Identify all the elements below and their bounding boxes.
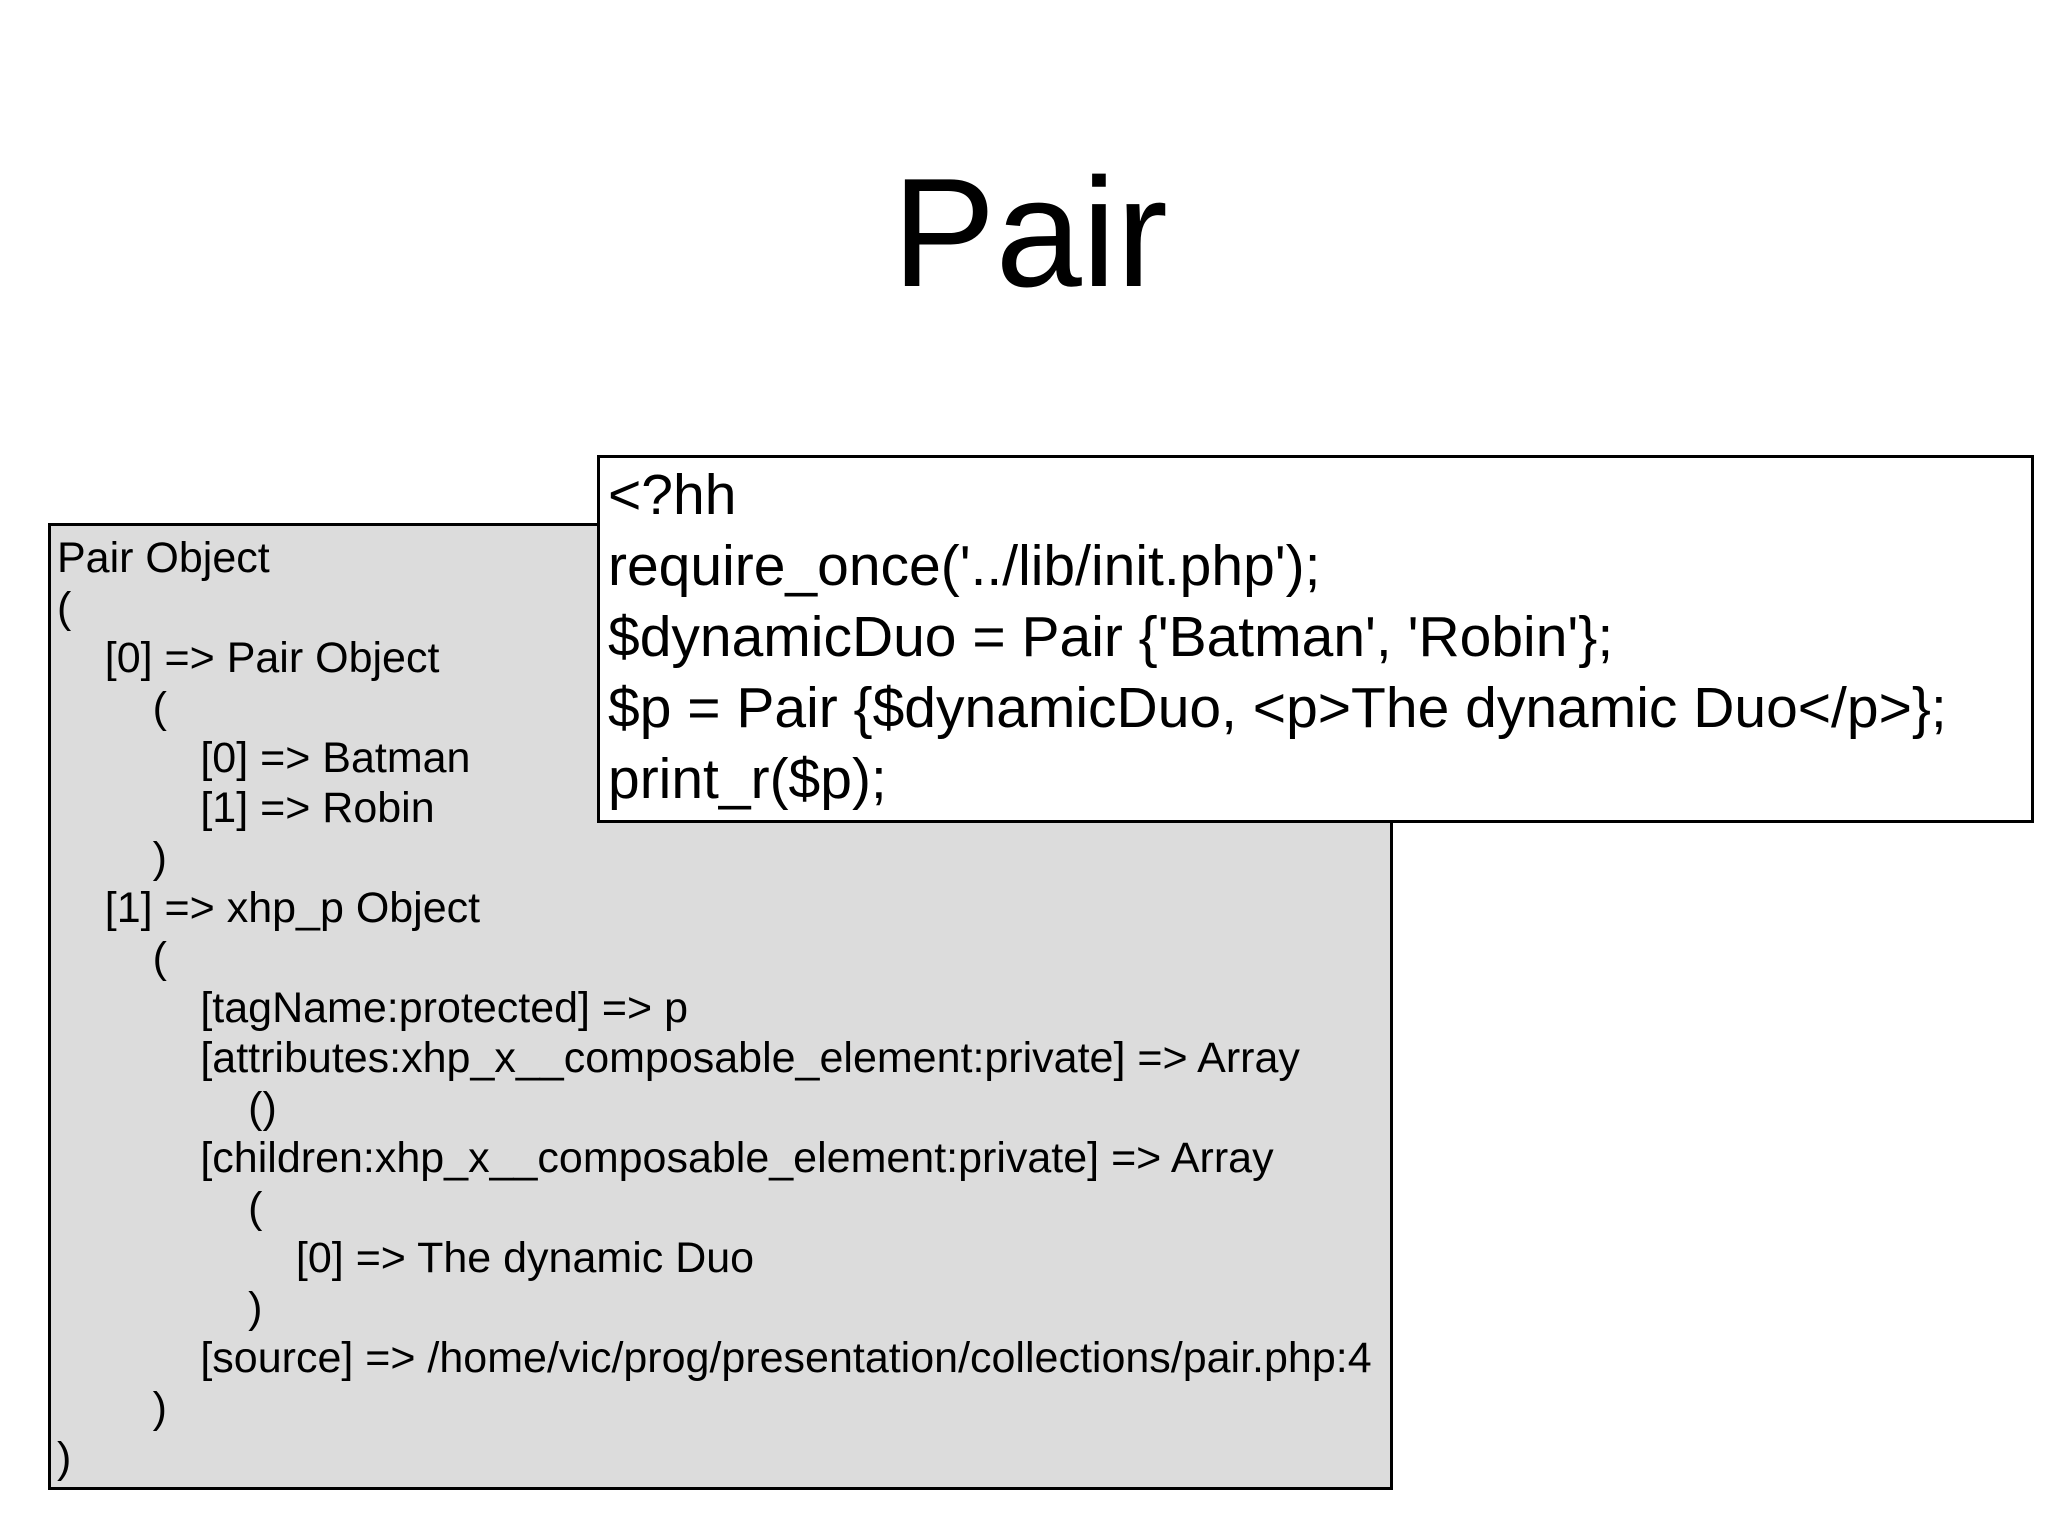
printr-output-text: Pair Object ( [0] => Pair Object ( [0] =… xyxy=(57,534,1372,1482)
slide-title: Pair xyxy=(892,146,1168,319)
code-box: <?hh require_once('../lib/init.php'); $d… xyxy=(597,455,2034,823)
code-text: <?hh require_once('../lib/init.php'); $d… xyxy=(608,463,1947,811)
